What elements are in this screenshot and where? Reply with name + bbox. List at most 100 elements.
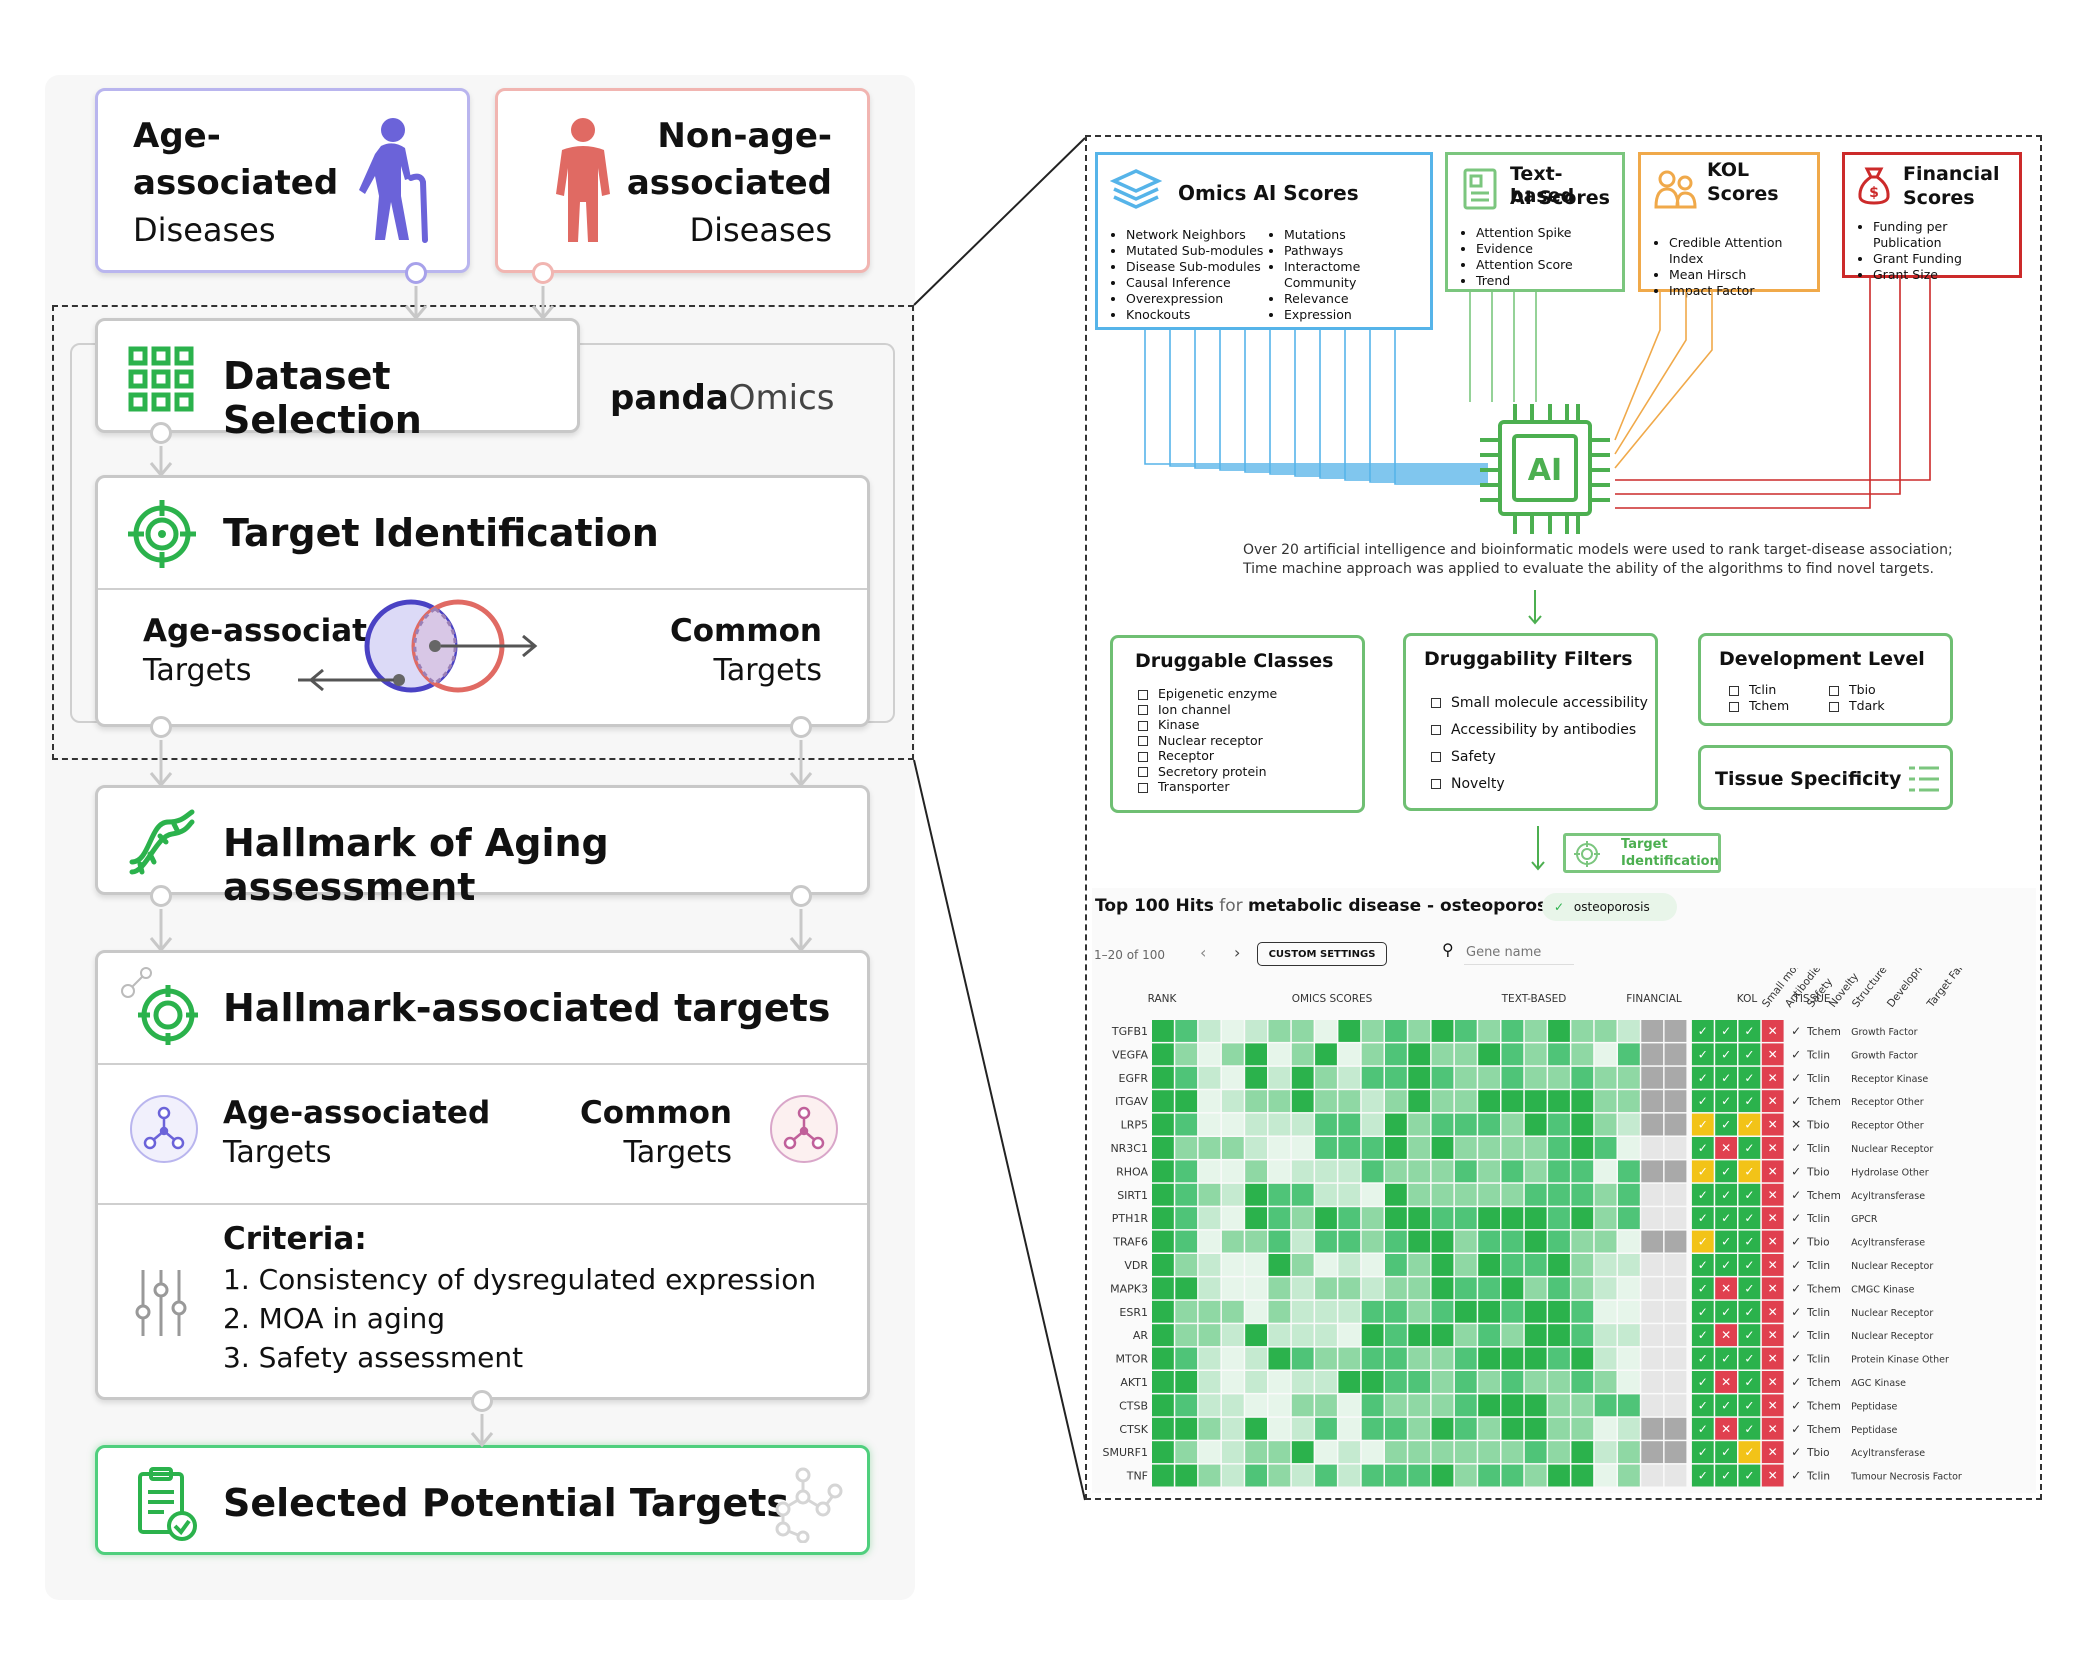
heatmap-cell [1268, 1113, 1291, 1136]
filter-cell [1761, 1137, 1784, 1159]
heatmap-cell [1478, 1183, 1500, 1206]
list-item: Grant Funding [1873, 251, 2019, 267]
heatmap-cell [1454, 1207, 1477, 1230]
heatmap-cell [1431, 1417, 1454, 1440]
heatmap-cell [1548, 1300, 1570, 1323]
list-item: Mean Hirsch [1669, 267, 1817, 283]
heatmap-cell [1152, 1347, 1174, 1370]
development-level: Tchem [1806, 1283, 1841, 1295]
tissue-cell [1664, 1277, 1687, 1300]
kol-title2: Scores [1707, 183, 1779, 205]
development-level: Tchem [1806, 1190, 1841, 1202]
kol-scores-box: KOL Scores Credible Attention Index Mean… [1638, 152, 1820, 298]
development-level: Tbio [1806, 1120, 1829, 1132]
logo-text-omics: Omics [728, 378, 835, 418]
heatmap-cell [1221, 1417, 1244, 1440]
network-icon-red [770, 1095, 838, 1163]
dna-icon [129, 809, 195, 875]
heatmap-cell [1245, 1066, 1267, 1089]
custom-settings-button[interactable]: CUSTOM SETTINGS [1257, 942, 1387, 966]
heatmap-cell [1338, 1230, 1361, 1253]
heatmap-cell [1548, 1043, 1570, 1066]
tissue-cell [1641, 1277, 1664, 1300]
target-network-icon [121, 967, 198, 1045]
heatmap-cell [1594, 1254, 1617, 1276]
heatmap-cell [1478, 1300, 1500, 1323]
next-page-button[interactable]: › [1234, 943, 1241, 962]
development-level: Tchem [1806, 1377, 1841, 1389]
heatmap-cell [1245, 1277, 1267, 1300]
heatmap-cell [1571, 1113, 1594, 1136]
heatmap-cell [1618, 1020, 1640, 1042]
heatmap-cell [1618, 1113, 1640, 1136]
heatmap-cell [1315, 1207, 1337, 1230]
heatmap-cell [1571, 1090, 1594, 1113]
column-header: TISSUE [1792, 993, 1830, 1005]
target-identification-button[interactable]: Target Identification [1563, 833, 1721, 873]
list-item: Kinase [1138, 717, 1277, 733]
gene-search-input[interactable] [1464, 941, 1574, 965]
structure-mark: ✓ [1791, 1071, 1801, 1085]
omics-list-2: Mutations Pathways Interactome Community… [1268, 227, 1430, 323]
heatmap-cell [1268, 1277, 1291, 1300]
hallmark-targets-label: Hallmark-associated targets [223, 986, 831, 1030]
heatmap-cell [1618, 1207, 1640, 1230]
filter-cell [1761, 1394, 1784, 1417]
heatmap-cell [1268, 1347, 1291, 1370]
disease-chip[interactable]: ✓ osteoporosis [1542, 893, 1677, 921]
tissue-cell [1641, 1020, 1664, 1042]
heatmap-cell [1571, 1020, 1594, 1042]
heatmap-cell [1408, 1020, 1431, 1042]
heatmap-cell [1198, 1137, 1221, 1159]
filter-cell [1691, 1066, 1714, 1089]
heatmap-cell [1408, 1277, 1431, 1300]
structure-mark: ✓ [1791, 1094, 1801, 1108]
filter-mark: ✓ [1744, 1281, 1754, 1295]
filter-mark: ✓ [1721, 1258, 1731, 1272]
document-icon [1463, 168, 1497, 210]
heatmap-cell [1454, 1464, 1477, 1487]
list-item: Secretory protein [1138, 764, 1277, 780]
development-level: Tchem [1806, 1096, 1841, 1108]
filter-cell [1761, 1324, 1784, 1347]
heatmap-cell [1338, 1113, 1361, 1136]
filter-cell [1715, 1066, 1737, 1089]
filter-mark: ✓ [1698, 1164, 1708, 1178]
heatmap-cell [1478, 1464, 1500, 1487]
tissue-cell [1641, 1043, 1664, 1066]
filter-mark: ✕ [1768, 1235, 1778, 1249]
heatmap-cell [1338, 1464, 1361, 1487]
heatmap-cell [1221, 1230, 1244, 1253]
heatmap-cell [1198, 1254, 1221, 1276]
heatmap-cell [1338, 1183, 1361, 1206]
heatmap-cell [1594, 1160, 1617, 1183]
filter-cell [1738, 1043, 1761, 1066]
heatmap-cell [1221, 1020, 1244, 1042]
heatmap-cell [1408, 1160, 1431, 1183]
pandaomics-detail-panel [1085, 135, 2042, 1500]
heatmap-cell [1338, 1394, 1361, 1417]
svg-text:$: $ [1869, 185, 1879, 201]
heatmap-cell [1478, 1066, 1500, 1089]
prev-page-button[interactable]: ‹ [1200, 943, 1207, 962]
filter-cell [1691, 1020, 1714, 1042]
heatmap-cell [1175, 1464, 1198, 1487]
heatmap-cell [1175, 1254, 1198, 1276]
heatmap-cell [1431, 1090, 1454, 1113]
heatmap-cell [1478, 1347, 1500, 1370]
heatmap-cell [1268, 1417, 1291, 1440]
hallmark-assessment-label: Hallmark of Aging assessment [223, 821, 609, 909]
heatmap-cell [1431, 1300, 1454, 1323]
heatmap-cell [1315, 1254, 1337, 1276]
filter-mark: ✕ [1768, 1469, 1778, 1483]
heatmap-cell [1501, 1090, 1524, 1113]
connector-line [1169, 330, 1488, 467]
column-header: RANK [1148, 993, 1178, 1005]
heatmap-cell [1268, 1043, 1291, 1066]
filter-mark: ✓ [1721, 1118, 1731, 1132]
connector-dot [790, 716, 812, 738]
filter-mark: ✕ [1768, 1164, 1778, 1178]
target-identification-label: Target Identification [223, 511, 659, 555]
heatmap-cell [1198, 1464, 1221, 1487]
